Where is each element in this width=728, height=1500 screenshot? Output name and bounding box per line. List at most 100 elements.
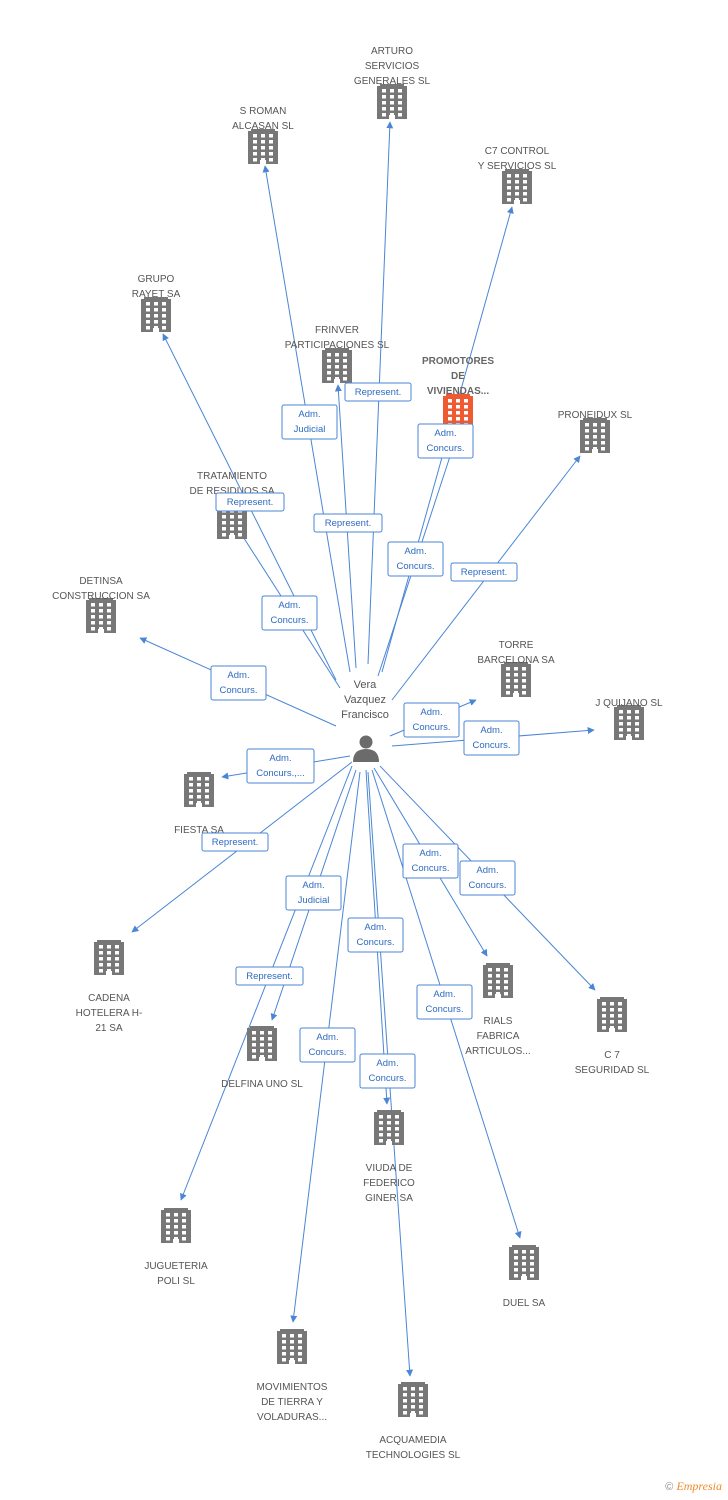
company-label: FIESTA SA [174, 825, 224, 836]
relation-label-fiesta[interactable]: Adm.Concurs.,... [246, 748, 315, 784]
relation-text-line: Concurs. [270, 615, 308, 626]
company-label-line: DETINSA [79, 576, 123, 587]
relation-label-detinsa[interactable]: Adm.Concurs. [210, 665, 267, 701]
company-label-line: S ROMAN [240, 106, 287, 117]
building-icon[interactable] [248, 129, 278, 164]
building-icon[interactable] [141, 297, 171, 332]
building-icon[interactable] [614, 705, 644, 740]
building-icon[interactable] [322, 348, 352, 383]
relation-label-jugueteria[interactable]: Adm.Judicial [285, 875, 342, 911]
relation-label-movimientos[interactable]: Adm.Concurs. [299, 1027, 356, 1063]
relation-text-line: Represent. [325, 518, 371, 529]
relation-text: Adm.Concurs. [308, 1032, 346, 1058]
relation-text-line: Adm. [480, 725, 502, 736]
relation-label-rials[interactable]: Adm.Concurs. [402, 843, 459, 879]
company-node-proneidux[interactable]: PRONEIDUX SL [558, 410, 633, 453]
relation-text: Adm.Concurs. [368, 1058, 406, 1084]
relation-box [417, 423, 474, 459]
relation-text: Adm.Concurs. [468, 865, 506, 891]
building-icon[interactable] [580, 418, 610, 453]
company-node-fiesta[interactable]: FIESTA SA [174, 772, 224, 836]
relation-label-frinver[interactable]: Represent. [313, 513, 383, 533]
company-label-line: C 7 [604, 1050, 620, 1061]
relation-text-line: Represent. [227, 497, 273, 508]
relation-label-cadena[interactable]: Represent. [201, 832, 269, 852]
relation-text: Adm.Concurs. [356, 922, 394, 948]
building-icon[interactable] [509, 1245, 539, 1280]
relation-text: Adm.Concurs.,... [256, 753, 305, 779]
building-icon[interactable] [277, 1329, 307, 1364]
relation-text: Adm.Judicial [294, 409, 326, 435]
relation-label-c7control[interactable]: Adm.Concurs. [387, 541, 444, 577]
company-node-quijano[interactable]: J QUIJANO SL [595, 698, 663, 740]
company-node-c7seg[interactable]: C 7 SEGURIDAD SL [575, 997, 650, 1076]
building-icon[interactable] [377, 84, 407, 119]
building-icon[interactable] [161, 1208, 191, 1243]
relation-text-line: Adm. [434, 428, 456, 439]
building-icon[interactable] [483, 963, 513, 998]
relation-label-promotores[interactable]: Adm.Concurs. [417, 423, 474, 459]
building-icon[interactable] [398, 1382, 428, 1417]
relation-label-sroman[interactable]: Adm.Judicial [281, 404, 338, 440]
relation-label-arturo[interactable]: Represent. [344, 382, 412, 402]
company-node-delfina[interactable]: DELFINA UNO SL [221, 1026, 303, 1090]
company-label-line: FIESTA SA [174, 825, 224, 836]
building-icon[interactable] [502, 169, 532, 204]
relation-box [459, 860, 516, 896]
relation-text: Adm.Concurs. [426, 428, 464, 454]
relation-label-tratamiento[interactable]: Represent. [215, 492, 285, 512]
company-label-line: CADENA [88, 993, 130, 1004]
relation-text-line: Adm. [433, 989, 455, 1000]
relation-label-viuda[interactable]: Adm.Concurs. [347, 917, 404, 953]
building-icon[interactable] [184, 772, 214, 807]
company-label-line: POLI SL [157, 1276, 195, 1287]
person-icon[interactable] [353, 735, 379, 763]
building-icon[interactable] [374, 1110, 404, 1145]
company-label-line: SEGURIDAD SL [575, 1065, 650, 1076]
relation-box [450, 562, 518, 582]
relation-text-line: Represent. [461, 567, 507, 578]
company-label-line: FEDERICO [363, 1178, 415, 1189]
company-label-line: GRUPO [138, 274, 175, 285]
relation-label-torre[interactable]: Adm.Concurs. [403, 702, 460, 738]
relation-box [359, 1053, 416, 1089]
building-icon[interactable] [86, 598, 116, 633]
relation-text-line: Adm. [316, 1032, 338, 1043]
building-icon[interactable] [501, 662, 531, 697]
relation-label-rayet[interactable]: Adm.Concurs. [261, 595, 318, 631]
relation-label-delfina[interactable]: Represent. [235, 966, 304, 986]
company-label-line: GINER SA [365, 1193, 413, 1204]
company-node-duel[interactable]: DUEL SA [503, 1245, 546, 1309]
relation-label-duel[interactable]: Adm.Concurs. [416, 984, 473, 1020]
building-icon[interactable] [597, 997, 627, 1032]
relation-label-c7seg[interactable]: Adm.Concurs. [459, 860, 516, 896]
relation-text-line: Adm. [302, 880, 324, 891]
relation-label-acquamedia[interactable]: Adm.Concurs. [359, 1053, 416, 1089]
person-name-line: Vazquez [344, 694, 386, 706]
building-icon[interactable] [94, 940, 124, 975]
relation-label-quijano[interactable]: Adm.Concurs. [463, 720, 520, 756]
building-icon[interactable] [247, 1026, 277, 1061]
brand-name[interactable]: Empresia [676, 1479, 722, 1493]
relation-label-proneidux[interactable]: Represent. [450, 562, 518, 582]
